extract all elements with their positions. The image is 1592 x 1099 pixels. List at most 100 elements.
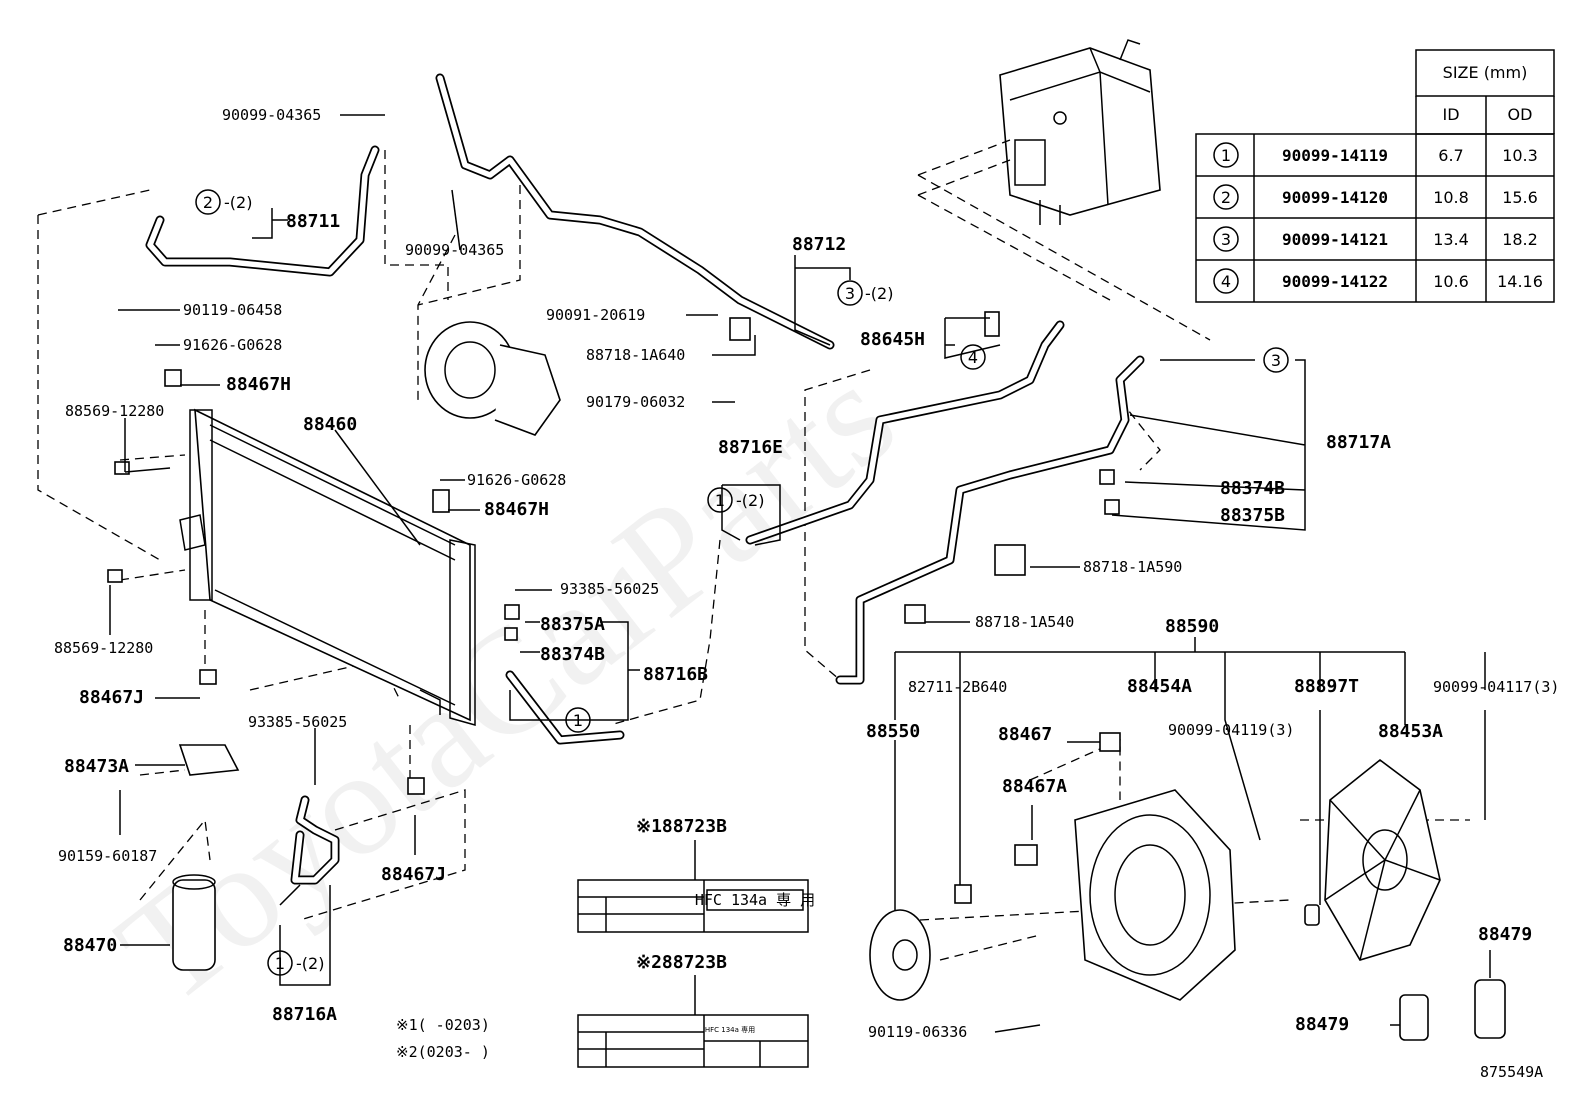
callout-circle [565, 707, 591, 733]
part-label-88467j: 88467J [79, 687, 144, 708]
callout-circle [1263, 347, 1289, 373]
part-label-88717a: 88717A [1326, 432, 1391, 453]
table-part-number: 90099-14121 [1282, 230, 1388, 249]
part-label-88460: 88460 [303, 414, 357, 435]
part-label-90179-06032: 90179-06032 [586, 393, 685, 411]
footnote-2: ※2(0203- ) [396, 1043, 490, 1061]
part-label-91626-g0628: 91626-G0628 [467, 471, 566, 489]
part-label-88716b: 88716B [643, 664, 708, 685]
table-od-value: 18.2 [1502, 230, 1538, 249]
part-label-93385-56025: 93385-56025 [248, 713, 347, 731]
part-label-88590: 88590 [1165, 616, 1219, 637]
table-symbol: 1 [1221, 146, 1231, 165]
part-label-88375b: 88375B [1220, 505, 1285, 526]
part-label-88479: 88479 [1295, 1014, 1349, 1035]
callout-quantity: -(2) [736, 491, 764, 510]
part-label-88473a: 88473A [64, 756, 129, 777]
callout-quantity: -(2) [224, 193, 252, 212]
part-label-88723b-1: ※188723B [636, 816, 727, 837]
callout-number: 3 [1271, 351, 1281, 370]
part-label-88716e: 88716E [718, 437, 783, 458]
part-label-88716a: 88716A [272, 1004, 337, 1025]
part-label-88453a: 88453A [1378, 721, 1443, 742]
part-label-90099-04365: 90099-04365 [405, 241, 504, 259]
part-label-93385-56025: 93385-56025 [560, 580, 659, 598]
od-header: OD [1508, 105, 1533, 124]
table-part-number: 90099-14122 [1282, 272, 1388, 291]
part-label-90119-06458: 90119-06458 [183, 301, 282, 319]
size-header: SIZE (mm) [1443, 63, 1528, 82]
part-label-90099-04117: 90099-04117(3) [1433, 678, 1559, 696]
callout-circle [960, 344, 986, 370]
part-label-88718-1a540: 88718-1A540 [975, 613, 1074, 631]
table-symbol: 2 [1221, 188, 1231, 207]
table-symbol: 4 [1221, 272, 1231, 291]
receiver-illustration [172, 874, 216, 971]
part-label-88467h: 88467H [484, 499, 549, 520]
label2-text: HFC 134a 専用 [705, 1025, 755, 1034]
part-label-88569-12280: 88569-12280 [65, 402, 164, 420]
bracket-88473a-illustration [178, 744, 240, 776]
callout-number: 1 [275, 954, 285, 973]
callout-number: 3 [845, 284, 855, 303]
callout-number: 2 [203, 193, 213, 212]
size-table: SIZE (mm) ID OD 1 90099-14119 6.7 10.3 2… [1195, 49, 1555, 303]
part-label-90159-60187: 90159-60187 [58, 847, 157, 865]
part-label-90099-04119: 90099-04119(3) [1168, 721, 1294, 739]
part-label-88374b: 88374B [1220, 478, 1285, 499]
part-label-88718-1a640: 88718-1A640 [586, 346, 685, 364]
part-label-88550: 88550 [866, 721, 920, 742]
callout-number: 1 [715, 491, 725, 510]
part-label-88470: 88470 [63, 935, 117, 956]
part-label-88711: 88711 [286, 211, 340, 232]
part-label-90119-06336: 90119-06336 [868, 1023, 967, 1041]
part-label-88723b-2: ※288723B [636, 952, 727, 973]
part-label-88454a: 88454A [1127, 676, 1192, 697]
part-label-88645h: 88645H [860, 329, 925, 350]
part-label-88374b: 88374B [540, 644, 605, 665]
part-label-88467h: 88467H [226, 374, 291, 395]
warning-label-2: HFC 134a 専用 [577, 1014, 809, 1068]
part-label-88712: 88712 [792, 234, 846, 255]
part-label-88467j: 88467J [381, 864, 446, 885]
callouts: 2 -(2) 3 -(2) 4 3 1 -(2) 1 1 -(2) [195, 189, 1289, 976]
leader-lines [109, 114, 1491, 1033]
table-id-value: 13.4 [1433, 230, 1469, 249]
fan-assembly-illustration [869, 758, 1441, 1001]
footnote-1: ※1( -0203) [396, 1016, 490, 1034]
table-od-value: 15.6 [1502, 188, 1538, 207]
table-part-number: 90099-14119 [1282, 146, 1388, 165]
part-label-91626-g0628: 91626-G0628 [183, 336, 282, 354]
callout-circle [707, 487, 733, 513]
table-id-value: 6.7 [1438, 146, 1463, 165]
table-symbol: 3 [1221, 230, 1231, 249]
diagram-id: 875549A [1480, 1063, 1543, 1081]
pipes [145, 73, 1145, 885]
table-part-number: 90099-14120 [1282, 188, 1388, 207]
part-label-88479: 88479 [1478, 924, 1532, 945]
part-label-90091-20619: 90091-20619 [546, 306, 645, 324]
part-labels: 90099-04365 90099-04365 88711 90119-0645… [54, 106, 1559, 1081]
part-label-88467: 88467 [998, 724, 1052, 745]
small-parts [107, 311, 1506, 1041]
table-id-value: 10.8 [1433, 188, 1469, 207]
dashed-guides [37, 139, 1470, 961]
condenser-illustration [179, 408, 476, 726]
part-label-88375a: 88375A [540, 614, 605, 635]
part-label-88718-1a590: 88718-1A590 [1083, 558, 1182, 576]
callout-circle [267, 950, 293, 976]
label1-text: HFC 134a 専 用 [695, 891, 815, 909]
compressor-illustration [424, 321, 561, 436]
callout-number: 1 [573, 711, 583, 730]
callout-circle [837, 280, 863, 306]
callout-quantity: -(2) [296, 954, 324, 973]
callout-circle [195, 189, 221, 215]
callout-quantity: -(2) [865, 284, 893, 303]
table-id-value: 10.6 [1433, 272, 1469, 291]
part-label-88467a: 88467A [1002, 776, 1067, 797]
part-label-82711-2b640: 82711-2B640 [908, 678, 1007, 696]
warning-label-1: HFC 134a 専 用 [577, 879, 815, 933]
id-header: ID [1442, 105, 1459, 124]
